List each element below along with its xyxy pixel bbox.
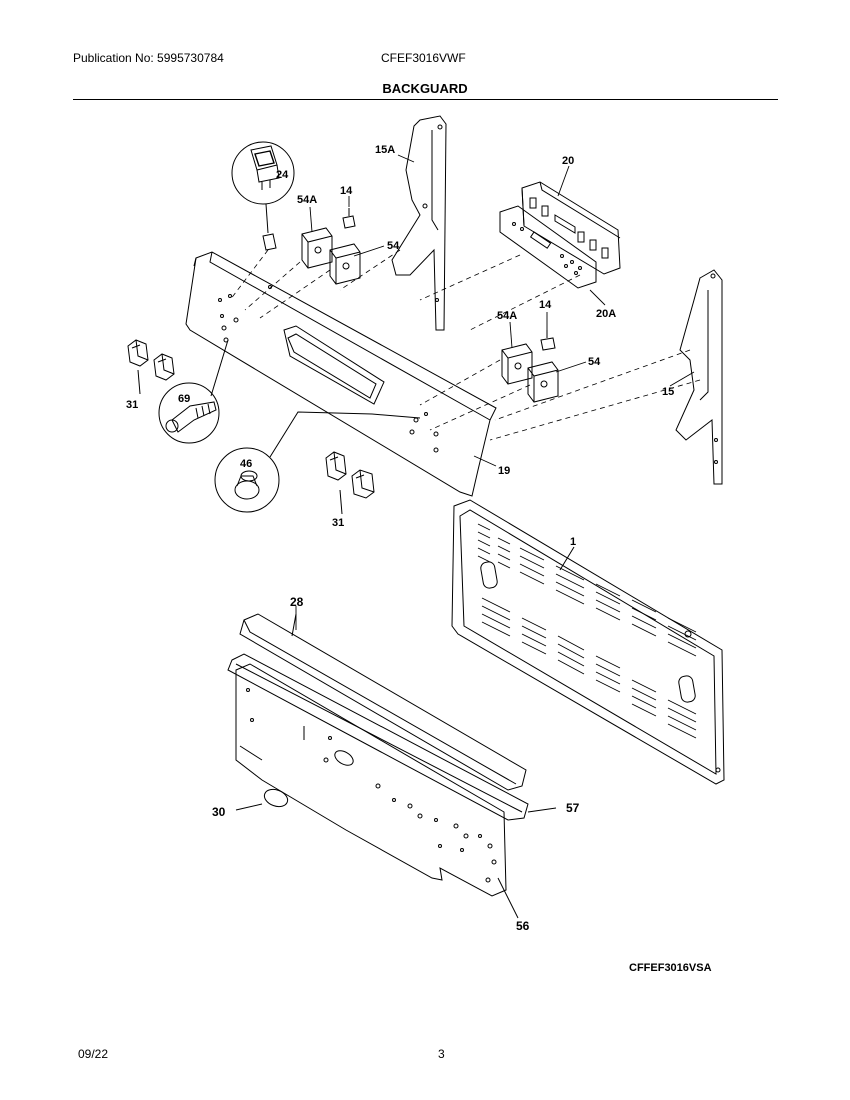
infinite-switch-54a-upper bbox=[301, 227, 333, 269]
knob-31-upper-right bbox=[153, 353, 175, 381]
side-bracket-15 bbox=[675, 269, 723, 485]
callout-20: 20 bbox=[562, 155, 574, 167]
callout-labels: 24 15A 14 54A 54 20 20A 54A 14 54 15 31 … bbox=[126, 144, 674, 933]
overlay-20a bbox=[499, 205, 597, 289]
footer-date: 09/22 bbox=[78, 1047, 109, 1061]
callout-14-upper: 14 bbox=[340, 185, 353, 197]
leader-lines bbox=[295, 154, 695, 630]
callout-54a-upper: 54A bbox=[297, 194, 317, 206]
knob-31-lower-left bbox=[325, 451, 347, 481]
leader-31-lower bbox=[339, 489, 343, 515]
page-title: BACKGUARD bbox=[382, 81, 468, 96]
callout-54a-lower: 54A bbox=[497, 310, 517, 322]
header-rule bbox=[73, 99, 778, 100]
infinite-switch-54-upper bbox=[329, 243, 361, 285]
side-bracket-15a bbox=[391, 115, 447, 331]
trim-28 bbox=[239, 613, 527, 791]
callout-20a: 20A bbox=[596, 308, 616, 320]
callout-30: 30 bbox=[212, 805, 226, 819]
callout-14-lower: 14 bbox=[539, 299, 552, 311]
leader-31-upper bbox=[137, 369, 141, 395]
clip-14-upper bbox=[342, 208, 356, 229]
publication-number: Publication No: 5995730784 bbox=[73, 51, 224, 65]
callout-19: 19 bbox=[498, 465, 510, 477]
rear-panel-56 bbox=[235, 663, 519, 919]
console-panel-19 bbox=[185, 251, 497, 497]
infinite-switch-54-lower bbox=[527, 361, 559, 403]
callout-57: 57 bbox=[566, 801, 580, 815]
callout-46: 46 bbox=[240, 458, 252, 470]
alignment-lines bbox=[229, 249, 701, 441]
model-number: CFEF3016VWF bbox=[381, 51, 466, 65]
knob-31-upper-left bbox=[127, 339, 149, 367]
control-board-20 bbox=[521, 181, 621, 275]
callout-69: 69 bbox=[178, 393, 190, 405]
callout-15a: 15A bbox=[375, 144, 395, 156]
callout-54-lower: 54 bbox=[588, 356, 601, 368]
infinite-switch-54a-lower bbox=[501, 343, 533, 385]
grommet-30 bbox=[235, 788, 289, 811]
screw-69-detail bbox=[158, 339, 229, 444]
diagram-code: CFFEF3016VSA bbox=[629, 962, 712, 974]
callout-28: 28 bbox=[290, 595, 304, 609]
back-panel-1 bbox=[451, 499, 725, 785]
callout-31-upper: 31 bbox=[126, 399, 138, 411]
switch-24-detail bbox=[231, 141, 295, 251]
seal-57 bbox=[227, 653, 557, 821]
clip-14-lower bbox=[540, 330, 556, 351]
callout-31-lower: 31 bbox=[332, 517, 344, 529]
callout-1: 1 bbox=[570, 536, 576, 548]
callout-56: 56 bbox=[516, 919, 530, 933]
plug-46-detail bbox=[214, 411, 421, 513]
callout-15: 15 bbox=[662, 386, 674, 398]
callout-24: 24 bbox=[276, 169, 289, 181]
knob-31-lower-right bbox=[351, 469, 375, 499]
callout-54-upper: 54 bbox=[387, 240, 400, 252]
page-number: 3 bbox=[438, 1047, 445, 1061]
